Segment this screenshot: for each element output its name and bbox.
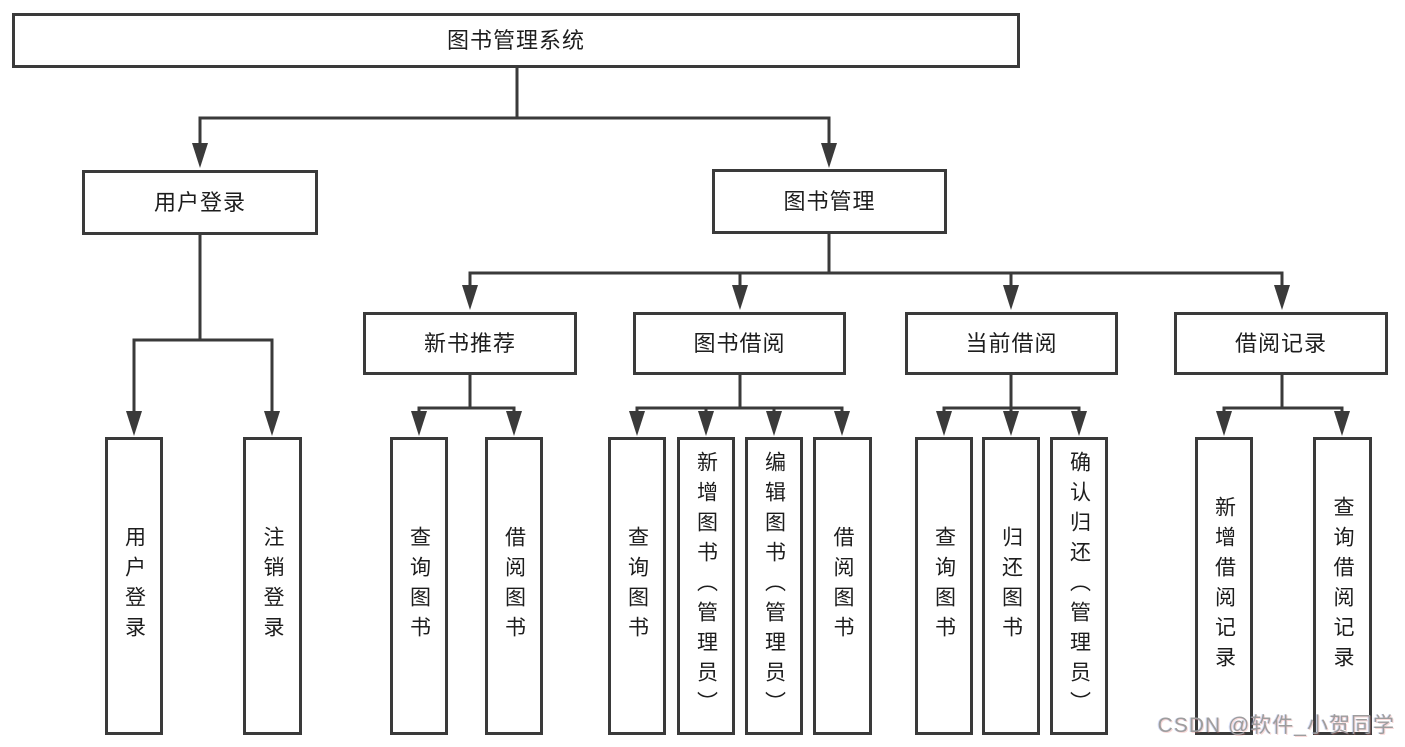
node-book-borrow: 图书借阅 (633, 312, 846, 375)
node-root-system: 图书管理系统 (12, 13, 1020, 68)
leaf-add-books-admin: 新增图书（管理员） (677, 437, 735, 735)
node-current-borrow: 当前借阅 (905, 312, 1118, 375)
leaf-borrow-query-books: 查询图书 (608, 437, 666, 735)
csdn-watermark: CSDN @软件_小贺同学 (1157, 714, 1395, 737)
leaf-confirm-return-admin: 确认归还（管理员） (1050, 437, 1108, 735)
leaf-newbook-query-books: 查询图书 (390, 437, 448, 735)
leaf-user-login: 用户登录 (105, 437, 163, 735)
node-new-book-recommend: 新书推荐 (363, 312, 577, 375)
leaf-newbook-borrow-books: 借阅图书 (485, 437, 543, 735)
node-user-login: 用户登录 (82, 170, 318, 235)
node-book-management: 图书管理 (712, 169, 947, 234)
leaf-query-borrow-record: 查询借阅记录 (1313, 437, 1372, 735)
leaf-current-query-books: 查询图书 (915, 437, 973, 735)
leaf-logout: 注销登录 (243, 437, 302, 735)
node-borrow-record: 借阅记录 (1174, 312, 1388, 375)
leaf-return-books: 归还图书 (982, 437, 1040, 735)
leaf-add-borrow-record: 新增借阅记录 (1195, 437, 1253, 735)
leaf-edit-books-admin: 编辑图书（管理员） (745, 437, 803, 735)
leaf-borrow-books: 借阅图书 (813, 437, 872, 735)
